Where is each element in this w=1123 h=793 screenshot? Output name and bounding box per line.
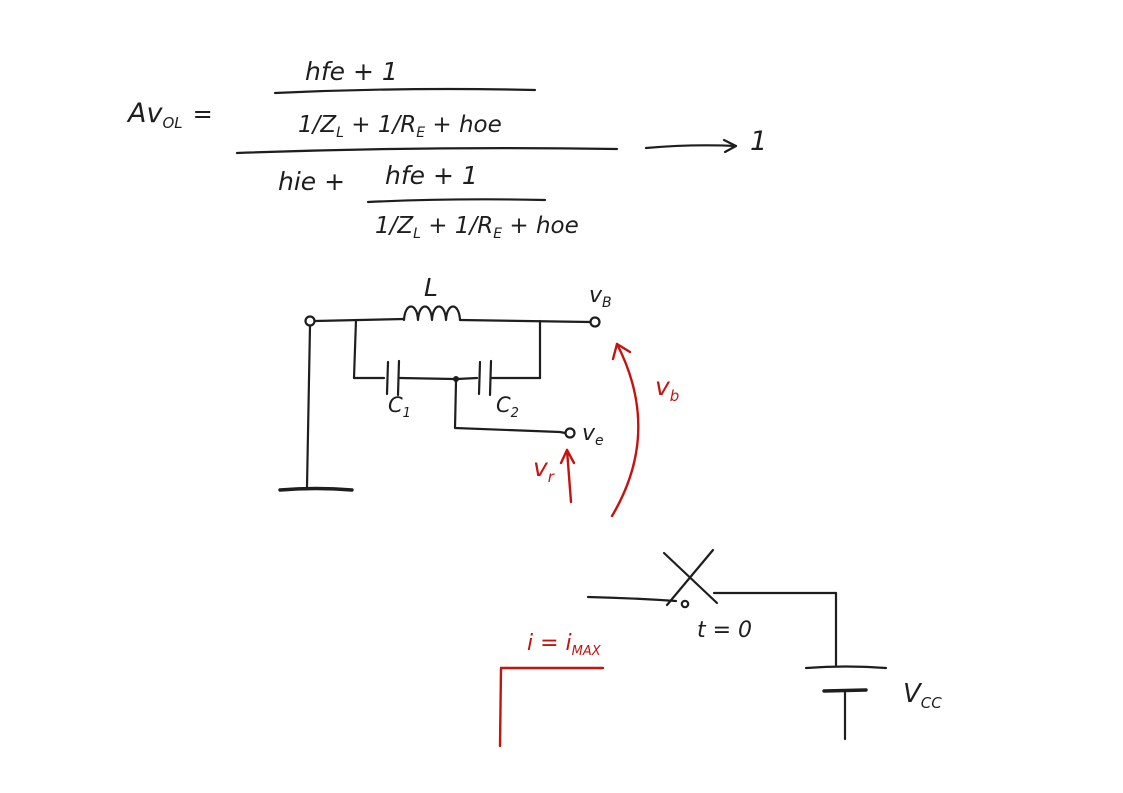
- denominator-denominator: 1/ZL + 1/RE + hoe: [375, 213, 579, 242]
- formula-lhs: AvOL=: [126, 98, 213, 132]
- inductor-coil: [402, 305, 462, 322]
- numerator-top: hfe + 1: [305, 57, 398, 86]
- current-path-line: [498, 666, 605, 748]
- battery-short-plate: [822, 688, 868, 693]
- ground-symbol: [278, 486, 354, 492]
- wire-c1-to-node: [398, 376, 456, 381]
- ground-leg-wire: [305, 324, 312, 489]
- vb-terminal-label: vB: [589, 283, 612, 311]
- ve-terminal: [564, 427, 576, 439]
- vr-arrow-head: [559, 448, 576, 465]
- wire-into-switch: [586, 595, 678, 603]
- denominator-numerator: hfe + 1: [385, 161, 478, 190]
- inductor-label: L: [424, 273, 438, 302]
- switch-contact: [680, 599, 690, 609]
- vb-arrow-curve: [610, 342, 640, 518]
- numerator-bottom: 1/ZL + 1/RE + hoe: [298, 112, 502, 141]
- left-terminal: [304, 315, 316, 327]
- main-fraction-bar: [235, 147, 619, 155]
- switch-battery-circuit: t = 0 VCC i = iMAX: [498, 548, 942, 748]
- c2-label: C2: [496, 393, 519, 421]
- wire-inductor-to-vb: [458, 318, 592, 324]
- capacitor-c2-plates: [477, 359, 493, 397]
- tends-to-arrow: [644, 138, 738, 154]
- denominator-pre: hie +: [278, 167, 345, 196]
- red-current-annotation: i = iMAX: [498, 631, 605, 748]
- capacitor-c1-plates: [385, 359, 401, 397]
- inner-fraction-bar-bottom: [366, 198, 547, 204]
- limit-value: 1: [750, 126, 767, 157]
- vr-annotation-label: vr: [533, 453, 555, 486]
- vb-annotation-label: vb: [655, 372, 679, 405]
- arrow-head: [722, 138, 738, 154]
- current-label: i = iMAX: [527, 631, 602, 659]
- switch-time-label: t = 0: [697, 618, 752, 643]
- vb-terminal: [589, 316, 601, 328]
- vb-arrow-head: [611, 342, 632, 361]
- ve-terminal-label: ve: [582, 421, 604, 449]
- arrow-shaft: [644, 144, 738, 150]
- switch-blade-x: [662, 548, 719, 607]
- wire-node-to-c2: [455, 376, 479, 381]
- red-voltage-annotations: vb vr: [533, 342, 679, 518]
- inner-fraction-bar-top: [273, 87, 537, 95]
- c1-label: C1: [388, 393, 411, 421]
- wire-left-to-inductor: [313, 317, 406, 323]
- vr-arrow-shaft: [565, 448, 573, 504]
- cap-branch-left-drop: [352, 318, 358, 380]
- battery-long-plate: [804, 665, 888, 670]
- gain-formula: AvOL= hfe + 1 1/ZL + 1/RE + hoe hie + hf…: [126, 57, 767, 242]
- lc-tank-circuit: L C1 C2 vB ve vb vr: [278, 273, 679, 518]
- wire-node-to-ve: [453, 380, 567, 435]
- vcc-label: VCC: [903, 679, 942, 712]
